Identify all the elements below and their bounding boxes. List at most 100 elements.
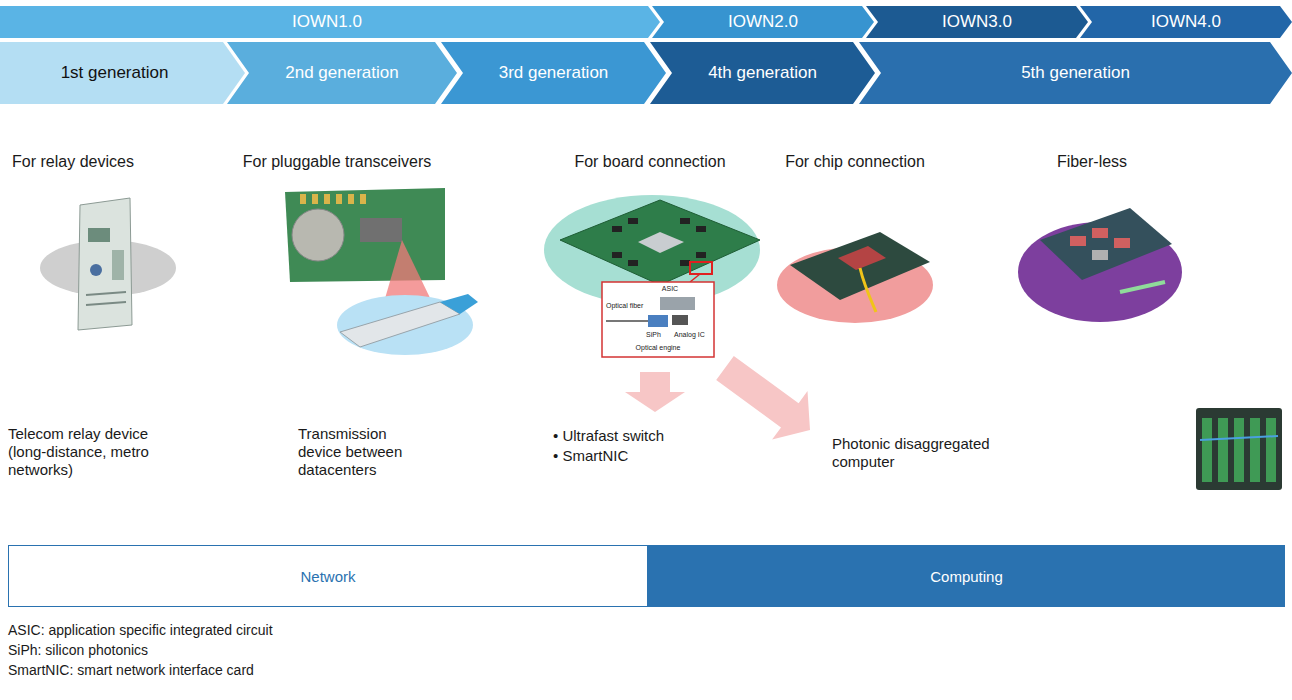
computer-rack-photo bbox=[1250, 418, 1260, 482]
chevron-shape bbox=[441, 42, 666, 104]
board-connection-figure bbox=[612, 226, 622, 232]
pluggable-transceiver-photo bbox=[384, 240, 432, 302]
board-connection-figure bbox=[628, 260, 638, 266]
node-text: IOWN1.0 bbox=[292, 12, 362, 32]
pluggable-transceiver-photo bbox=[340, 302, 460, 347]
part-label: Optical fiber bbox=[606, 302, 643, 310]
node-text: IOWN3.0 bbox=[942, 12, 1012, 32]
board-connection-figure bbox=[690, 274, 700, 282]
computer-rack-photo bbox=[1202, 418, 1212, 482]
computer-rack-photo bbox=[1218, 418, 1228, 482]
board-connection-figure bbox=[696, 226, 706, 232]
relay-device-photo bbox=[86, 302, 126, 305]
pluggable-transceiver-photo bbox=[300, 194, 306, 204]
node-text: Computing bbox=[930, 568, 1003, 585]
generation-heading: For pluggable transceivers bbox=[243, 152, 432, 171]
chevron-shape bbox=[227, 42, 457, 104]
phase-chevron: IOWN4.0 bbox=[1080, 6, 1292, 38]
node-text: 1st generation bbox=[61, 63, 169, 83]
application-bullet: • Ultrafast switch bbox=[553, 427, 664, 445]
pluggable-transceiver-photo bbox=[440, 294, 478, 314]
node-text: 5th generation bbox=[1021, 63, 1130, 83]
application-text: Telecom relay device (long-distance, met… bbox=[8, 425, 186, 479]
generation-heading: For board connection bbox=[574, 152, 725, 171]
phase-chevron: IOWN1.0 bbox=[0, 6, 660, 38]
node-text: IOWN2.0 bbox=[728, 12, 798, 32]
generation-heading: Fiber-less bbox=[1057, 152, 1127, 171]
part-label: ASIC bbox=[662, 285, 678, 293]
pluggable-transceiver-photo bbox=[285, 188, 478, 355]
board-connection-figure bbox=[680, 218, 690, 224]
footnote: ASIC: application specific integrated ci… bbox=[8, 622, 273, 639]
part-label: Analog IC bbox=[674, 331, 705, 339]
domain-band: Computing bbox=[648, 545, 1285, 607]
generation-chevron: 1st generation bbox=[0, 42, 245, 104]
fiberless-figure bbox=[1070, 236, 1086, 246]
board-connection-figure bbox=[696, 252, 706, 258]
application-text: Transmission device between datacenters bbox=[298, 425, 418, 479]
board-connection-figure bbox=[660, 297, 695, 310]
node-text: 2nd generation bbox=[285, 63, 398, 83]
chevron-shape bbox=[652, 6, 874, 38]
pluggable-transceiver-photo bbox=[360, 218, 402, 242]
board-connection-figure bbox=[680, 260, 690, 266]
computer-rack-photo bbox=[1234, 418, 1244, 482]
pink-block-arrow bbox=[716, 356, 810, 440]
generation-chevron: 2nd generation bbox=[227, 42, 457, 104]
generation-heading: For relay devices bbox=[12, 152, 134, 171]
application-bullet: • SmartNIC bbox=[553, 447, 628, 465]
phase-chevron: IOWN2.0 bbox=[652, 6, 874, 38]
relay-device-photo bbox=[78, 198, 132, 330]
fiberless-figure bbox=[1092, 250, 1108, 260]
board-connection-figure bbox=[544, 195, 760, 357]
relay-device-photo bbox=[40, 198, 176, 330]
relay-device-photo bbox=[88, 228, 110, 242]
board-connection-figure bbox=[602, 282, 714, 357]
chip-connection-figure bbox=[838, 246, 886, 270]
relay-device-photo bbox=[90, 264, 102, 276]
fiberless-figure bbox=[1114, 238, 1130, 248]
board-connection-figure bbox=[638, 232, 684, 253]
pluggable-transceiver-photo bbox=[292, 209, 344, 261]
board-connection-figure bbox=[560, 200, 760, 285]
fiberless-figure bbox=[1040, 208, 1172, 280]
relay-device-photo bbox=[86, 292, 126, 295]
board-connection-figure bbox=[648, 315, 668, 327]
board-connection-figure bbox=[606, 320, 648, 322]
generation-chevron: 5th generation bbox=[859, 42, 1292, 104]
generation-chevron: 4th generation bbox=[650, 42, 875, 104]
computer-rack-photo bbox=[1200, 436, 1278, 440]
node-text: Network bbox=[300, 568, 355, 585]
footnote: SiPh: silicon photonics bbox=[8, 642, 148, 659]
chevron-shape bbox=[0, 42, 245, 104]
relay-device-photo bbox=[112, 250, 124, 280]
chip-connection-figure bbox=[860, 268, 876, 312]
pluggable-transceiver-photo bbox=[348, 194, 354, 204]
domain-band: Network bbox=[8, 545, 648, 607]
pluggable-transceiver-photo bbox=[360, 194, 366, 204]
chevron-shape bbox=[650, 42, 875, 104]
node-text: IOWN4.0 bbox=[1151, 12, 1221, 32]
board-connection-figure bbox=[628, 218, 638, 224]
fiberless-figure bbox=[1018, 208, 1182, 322]
pluggable-transceiver-photo bbox=[336, 194, 342, 204]
phase-chevron: IOWN3.0 bbox=[866, 6, 1088, 38]
pink-block-arrow bbox=[625, 372, 685, 412]
pluggable-transceiver-photo bbox=[312, 194, 318, 204]
chevron-shape bbox=[866, 6, 1088, 38]
chip-connection-figure bbox=[777, 232, 933, 323]
fiberless-figure bbox=[1092, 228, 1108, 238]
board-connection-figure bbox=[690, 262, 712, 274]
pink-block-arrow bbox=[625, 356, 810, 440]
application-text: Photonic disaggregated computer bbox=[832, 435, 1010, 471]
generation-heading: For chip connection bbox=[785, 152, 925, 171]
node-text: 4th generation bbox=[708, 63, 817, 83]
chevron-shape bbox=[0, 6, 660, 38]
fiberless-figure bbox=[1120, 282, 1165, 292]
chevron-shape bbox=[859, 42, 1292, 104]
computer-rack-photo bbox=[1196, 408, 1282, 490]
computer-rack-photo bbox=[1196, 408, 1282, 490]
part-label: Optical engine bbox=[636, 344, 681, 352]
pluggable-transceiver-photo bbox=[285, 188, 445, 282]
